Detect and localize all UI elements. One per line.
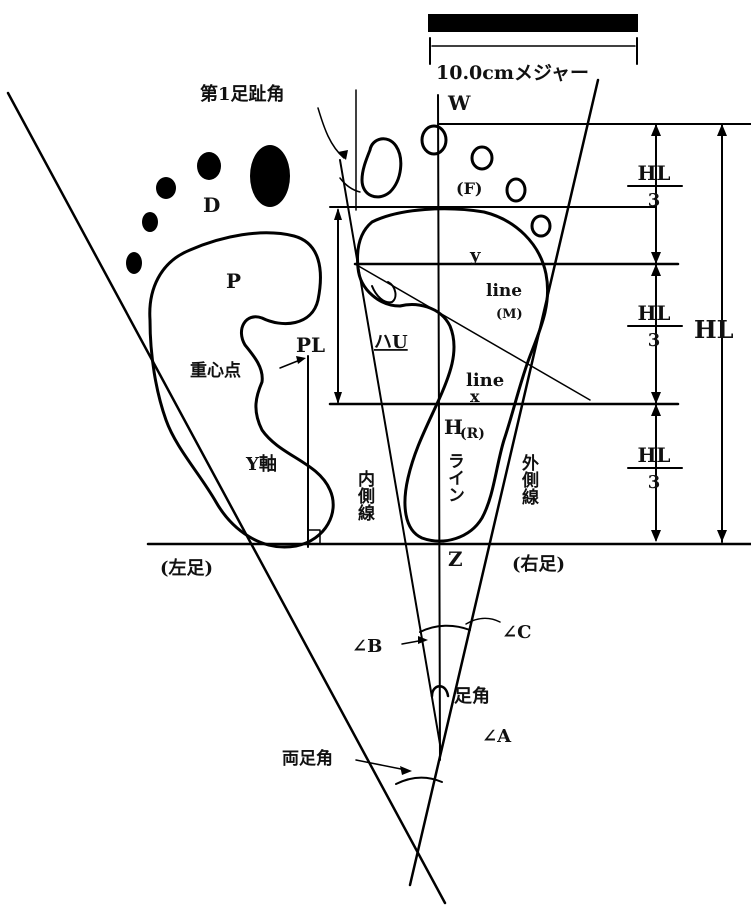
foot-angle-label: 足角	[454, 685, 490, 707]
right-foot-outline	[356, 207, 550, 543]
hl-third-top-den: 3	[648, 190, 661, 211]
h-line	[437, 94, 441, 761]
angle-b-arrowhead	[418, 636, 428, 644]
y-axis-label: Y軸	[245, 453, 277, 475]
scale-bar	[428, 14, 638, 32]
hl-arrow-5	[651, 404, 661, 416]
w-label: W	[447, 91, 471, 115]
right-toe-3	[470, 145, 494, 171]
angle-a-label: ∠A	[482, 726, 512, 747]
line-r-label: line	[466, 370, 504, 391]
hl-third-bottom: HL 3	[627, 443, 683, 493]
h-label: H	[444, 415, 463, 439]
z-label: Z	[448, 547, 463, 571]
hl-arrow-4	[651, 392, 661, 404]
left-big-toe	[250, 145, 290, 207]
hl-third-top-num: HL	[638, 161, 671, 185]
p-label: P	[226, 269, 241, 293]
both-feet-angle-arrowhead	[400, 766, 412, 775]
left-foot-label: (左足)	[160, 557, 213, 579]
right-big-toe	[360, 137, 403, 199]
both-feet-angle-arc	[395, 776, 443, 785]
first-toe-angle-label: 第1足趾角	[200, 83, 285, 105]
arch-inner-curve	[371, 281, 397, 304]
both-feet-angle-pointer	[355, 759, 407, 771]
right-foot-label: (右足)	[512, 553, 565, 575]
angle-c-pointer	[465, 617, 501, 625]
both-feet-angle-label: 両足角	[282, 748, 333, 769]
line-m-label-2: (M)	[496, 307, 523, 322]
first-toe-angle-arrowhead	[338, 150, 348, 160]
center-point-arrowhead	[296, 356, 306, 364]
right-toe-4	[505, 177, 527, 203]
hl-arrow-2	[651, 252, 661, 264]
hl-third-middle-num: HL	[638, 301, 671, 325]
angle-b-label: ∠B	[352, 636, 382, 657]
right-inner-line	[339, 159, 442, 751]
hl-third-middle: HL 3	[627, 301, 683, 351]
right-toe-2	[420, 124, 448, 156]
left-toe-5	[126, 252, 142, 274]
first-toe-angle-pointer	[317, 107, 345, 159]
first-toe-angle-arc	[339, 177, 361, 193]
y-label: y	[469, 245, 481, 266]
outer-line-label: 外側線	[518, 453, 540, 506]
angle-bc-arc	[419, 624, 471, 633]
left-toe-2	[197, 152, 221, 180]
left-tangent-line	[6, 91, 447, 905]
hl-total-arrow-bottom	[717, 530, 727, 542]
hl-third-top: HL 3	[627, 161, 683, 211]
hl-arrow-3	[651, 264, 661, 276]
r-label: (R)	[460, 426, 485, 442]
y-axis-right-angle	[307, 529, 321, 545]
pl-arrow-bottom	[334, 392, 342, 404]
x-label: x	[470, 387, 480, 406]
hl-total-label: HL	[694, 315, 734, 344]
line-m-label-1: line	[486, 281, 522, 301]
hl-arrow-1	[651, 124, 661, 136]
hl-third-bottom-num: HL	[638, 443, 671, 467]
hl-total-arrow-top	[717, 124, 727, 136]
hl-third-bottom-den: 3	[648, 472, 661, 493]
left-foot-outline	[148, 231, 335, 549]
hl-arrow-6	[651, 530, 661, 542]
scale-label: 10.0cmメジャー	[436, 62, 589, 84]
d-label: D	[203, 193, 220, 217]
center-point-label: 重心点	[190, 360, 241, 381]
foot-angle-arc	[430, 685, 450, 698]
left-toe-3	[156, 177, 176, 199]
hl-third-middle-den: 3	[648, 330, 661, 351]
arch-label: ハU	[374, 332, 408, 353]
h-line-label: ライン	[444, 452, 464, 503]
center-point-pointer	[279, 359, 301, 369]
pl-label: PL	[296, 333, 325, 357]
f-label: (F)	[456, 179, 483, 198]
inner-line-label: 内側線	[354, 469, 376, 522]
angle-c-label: ∠C	[502, 622, 531, 643]
right-toe-5	[530, 214, 552, 238]
left-toe-4	[142, 212, 158, 232]
pl-arrow-top	[334, 208, 342, 220]
